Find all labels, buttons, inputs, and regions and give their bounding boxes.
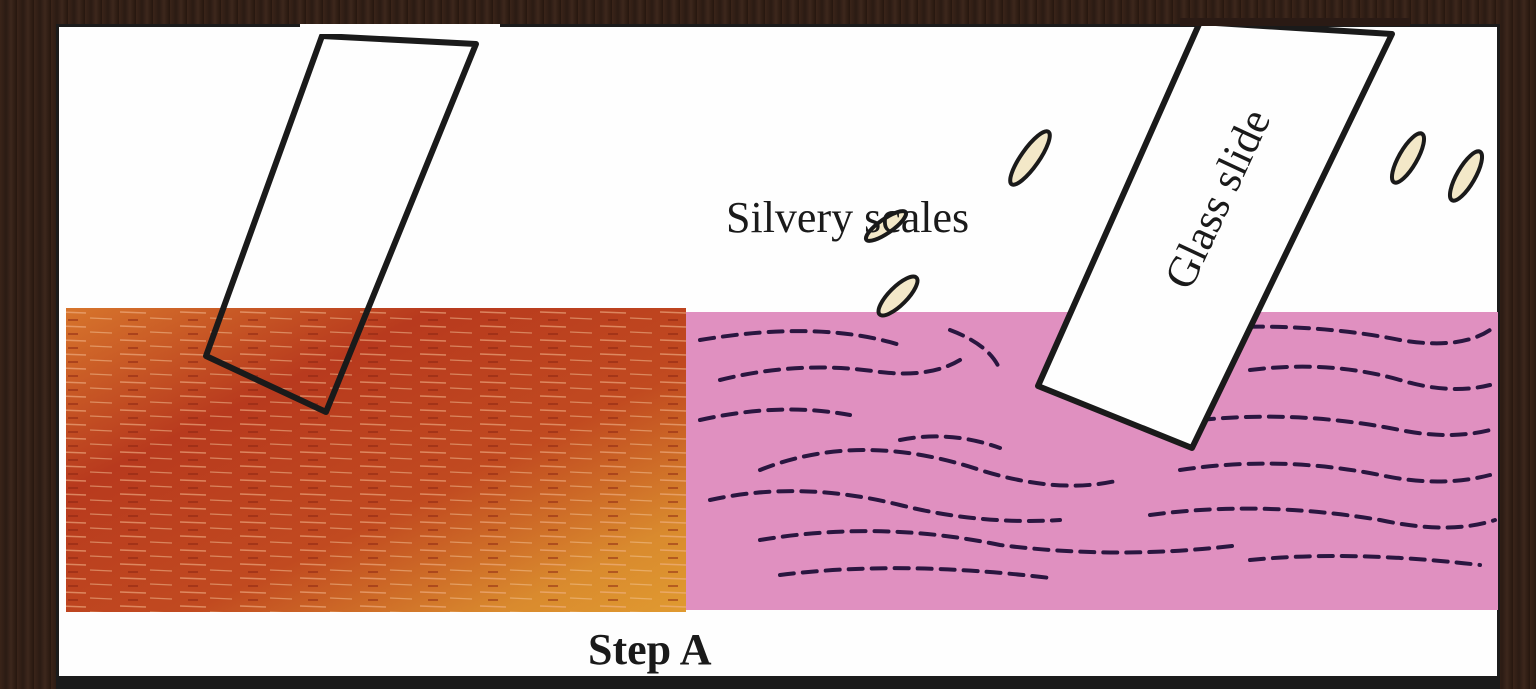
left-skin-texture [66,308,686,612]
left-slide-top-mask [300,24,500,34]
silvery-scales-label: Silvery scales [726,193,969,242]
right-slide-top-mask [1180,18,1410,26]
step-label: Step A [588,625,712,674]
